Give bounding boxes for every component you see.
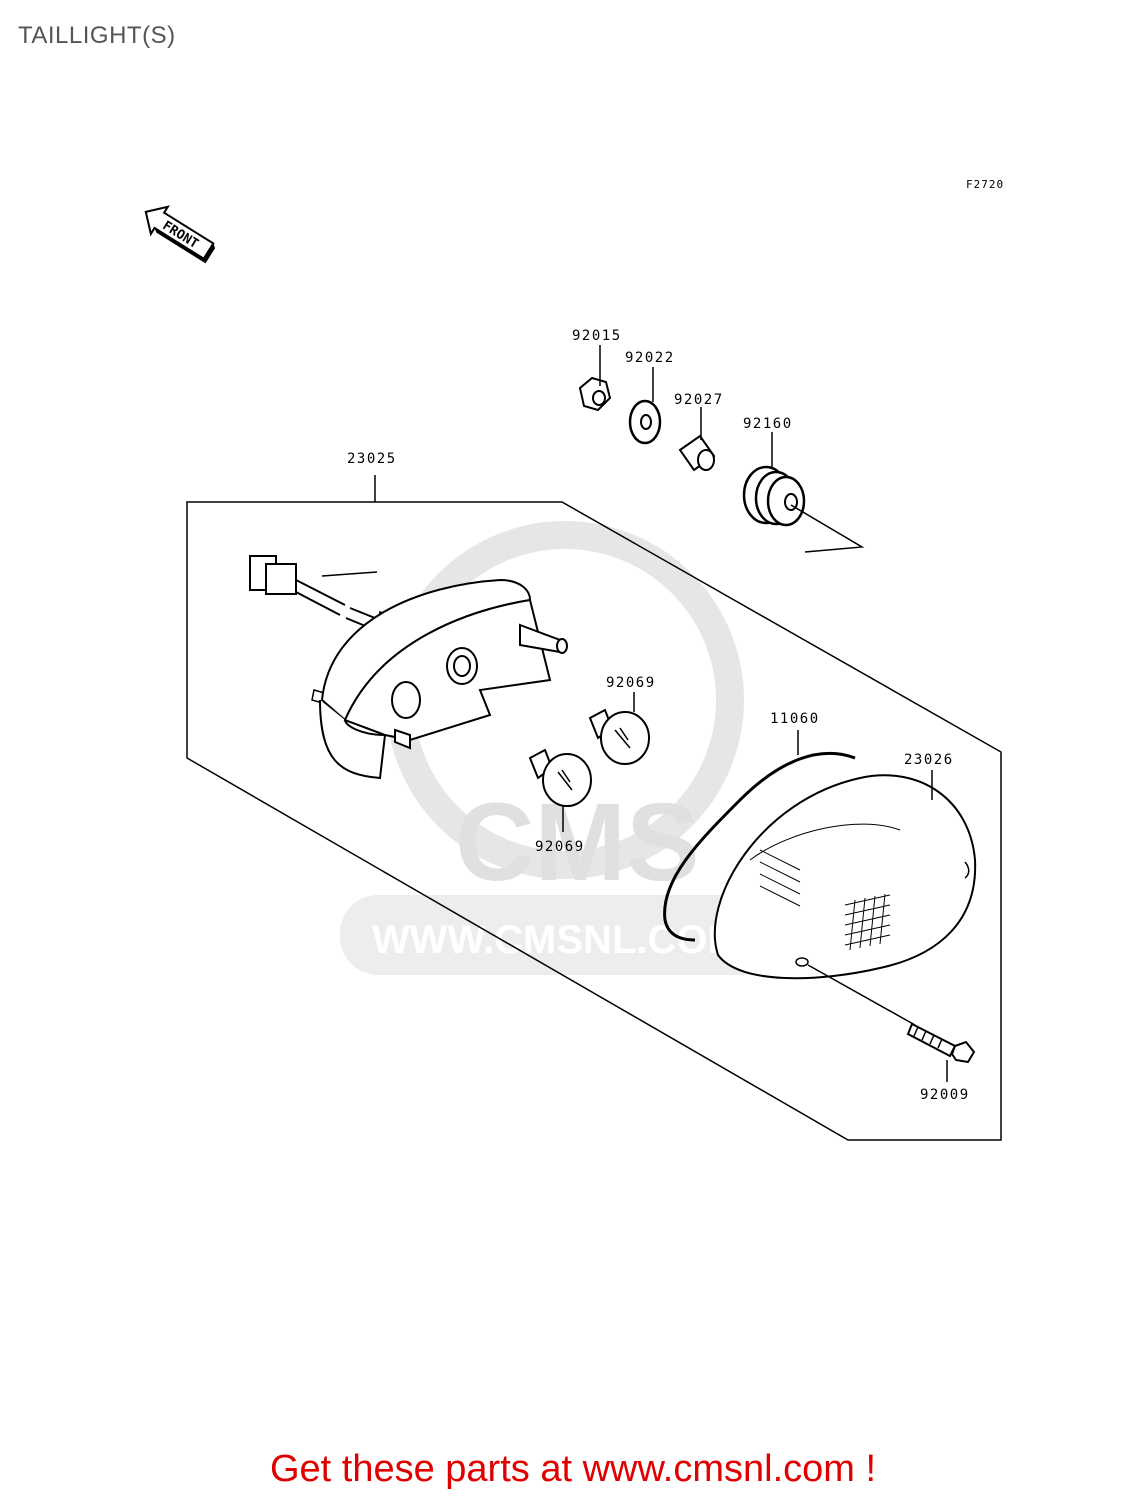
watermark-url: WWW.CMSNL.COM bbox=[372, 918, 741, 962]
part-label-92027: 92027 bbox=[674, 392, 724, 408]
housing-23025 bbox=[249, 555, 568, 780]
footer-link[interactable]: Get these parts at www.cmsnl.com ! bbox=[269, 1448, 877, 1490]
part-label-92009: 92009 bbox=[920, 1087, 970, 1103]
grommet-92160 bbox=[742, 432, 865, 553]
nut-92015 bbox=[578, 345, 612, 412]
collar-92027 bbox=[678, 407, 716, 472]
part-label-11060: 11060 bbox=[770, 711, 820, 727]
front-arrow-icon: FRONT bbox=[144, 205, 216, 264]
part-label-92160: 92160 bbox=[743, 416, 793, 432]
bulb-92069-lower bbox=[528, 748, 592, 832]
part-label-92015: 92015 bbox=[572, 328, 622, 344]
part-label-23025: 23025 bbox=[347, 451, 397, 467]
figure-code: F2720 bbox=[966, 178, 1005, 191]
bulb-92069-upper bbox=[588, 692, 650, 765]
gasket-11060 bbox=[663, 730, 856, 942]
page-title: TAILLIGHT(S) bbox=[18, 22, 176, 49]
assembly-frame bbox=[186, 501, 1002, 1141]
part-label-92069-upper: 92069 bbox=[606, 675, 656, 691]
part-label-92022: 92022 bbox=[625, 350, 675, 366]
screw-92009 bbox=[807, 964, 976, 1082]
part-label-23026: 23026 bbox=[904, 752, 954, 768]
part-label-92069-lower: 92069 bbox=[535, 839, 585, 855]
lens-23026 bbox=[713, 770, 977, 980]
washer-92022 bbox=[628, 367, 662, 445]
watermark: CMS WWW.CMSNL.COM bbox=[340, 521, 795, 975]
